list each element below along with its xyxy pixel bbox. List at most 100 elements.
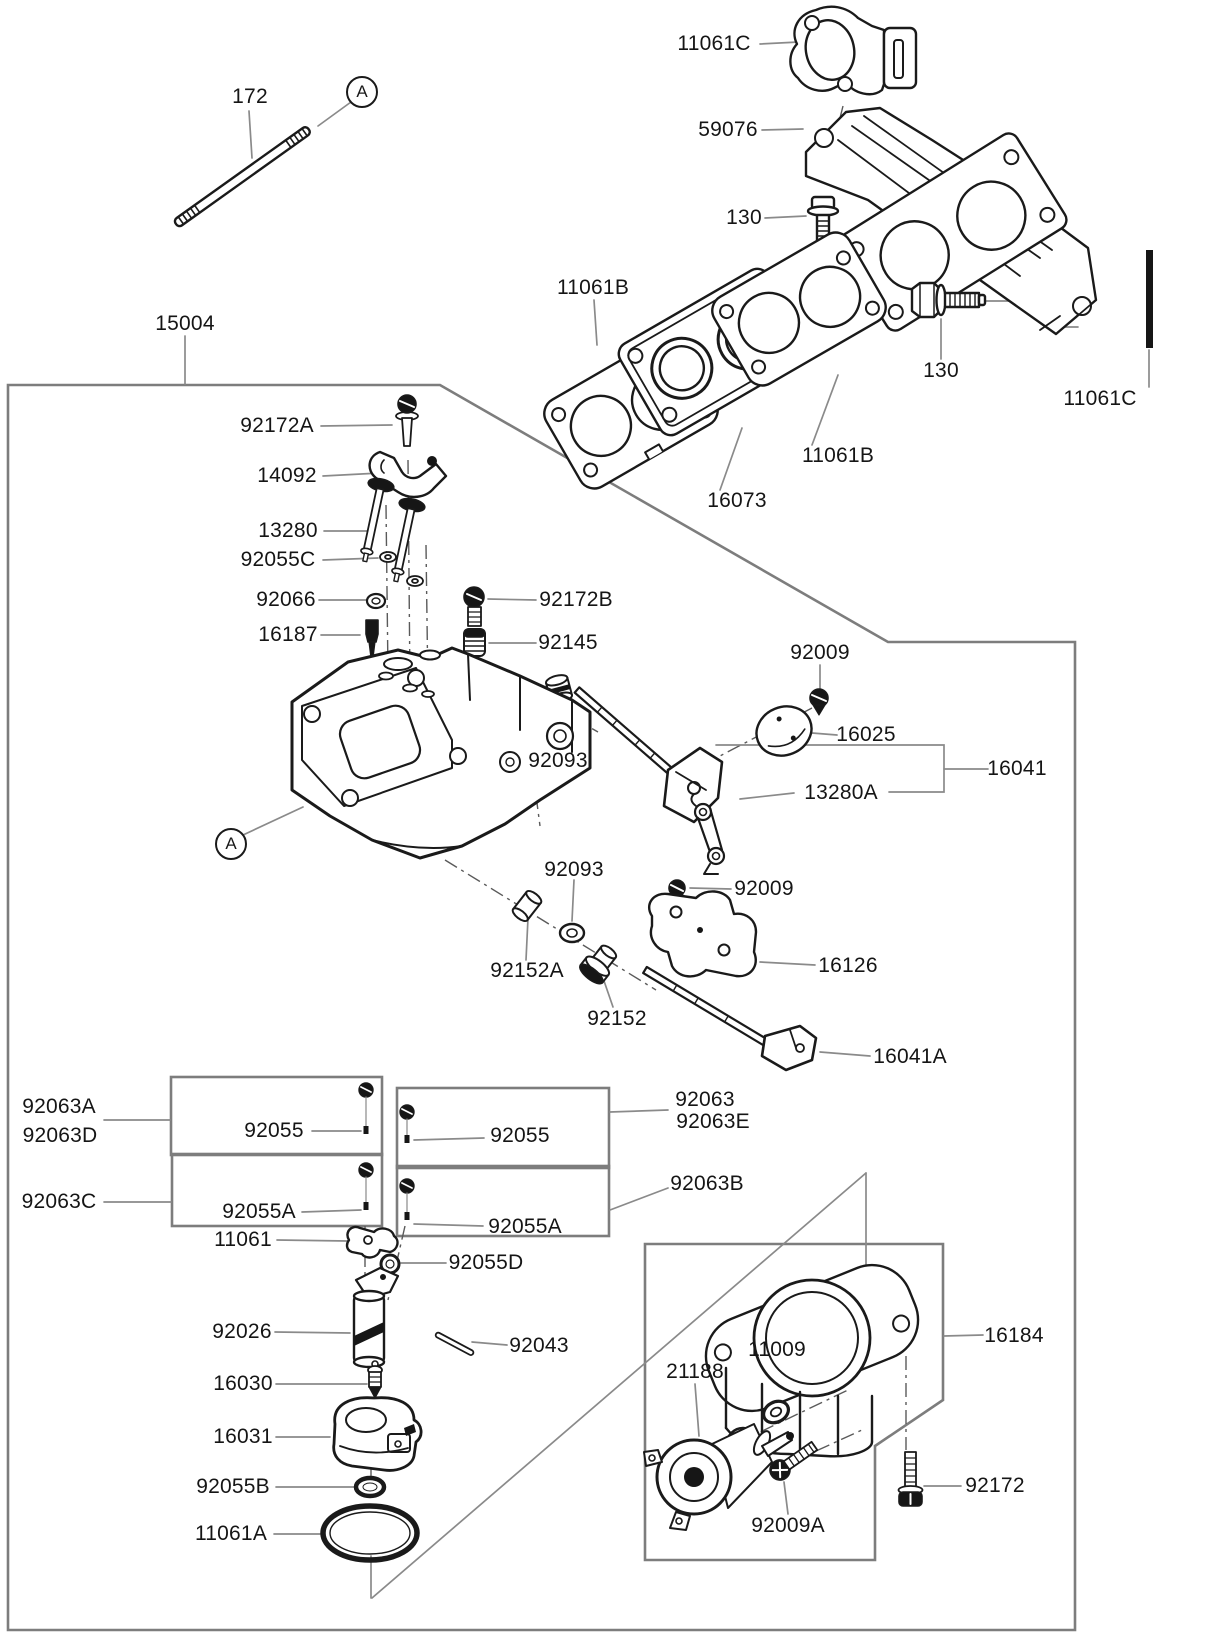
part-label-92026: 92026 [212,1320,272,1343]
part-label-16030: 16030 [213,1372,273,1395]
box-15004 [6,383,1077,1632]
part-label-13280: 13280 [258,519,318,542]
washer-92093b-drawing [558,922,586,944]
view-marker-view-a-stud: A [346,76,378,108]
part-label-92063C: 92063C [21,1190,97,1213]
oring-92066-drawing [365,592,387,610]
gasket-11061-drawing [345,1225,399,1259]
manifold-59076-drawing [804,106,1098,336]
part-label-92043: 92043 [509,1334,569,1357]
collar-92152-drawing [579,944,618,985]
part-label-92063: 92063 [675,1088,735,1111]
oring-92055d-drawing [379,1253,401,1275]
diaphragm-16025-drawing [755,705,813,757]
needle-16030-drawing [367,1360,383,1399]
box-92063c [170,1152,384,1228]
part-label-92172B: 92172B [539,588,613,611]
bolt-92172-drawing [897,1451,924,1507]
part-label-11061C-top: 11061C [677,32,751,55]
solenoid-21188-drawing [643,1423,794,1531]
box-92063 [395,1086,611,1170]
screw-92172a-drawing [395,394,419,447]
part-label-92055-box2: 92055 [490,1124,550,1147]
screw-92172b-drawing [463,586,485,627]
part-label-172: 172 [232,85,268,108]
spring-92145-drawing [463,628,486,657]
part-label-130-b: 130 [923,359,959,382]
part-label-92055D: 92055D [448,1251,524,1274]
part-label-92093-a: 92093 [528,749,588,772]
bolt-130b-drawing [910,281,987,319]
washer-11009-drawing [761,1399,791,1425]
part-label-15004: 15004 [155,312,215,335]
pin-92043-drawing [434,1331,475,1356]
part-label-11061C-right: 11061C [1063,387,1137,410]
part-label-92055B: 92055B [196,1475,270,1498]
part-label-92066: 92066 [256,588,316,611]
gasket-11061c-edge-drawing [1146,250,1153,348]
part-label-92055-box1: 92055 [244,1119,304,1142]
oring-11061a-drawing [320,1503,420,1563]
needle-16187-drawing [365,619,379,667]
part-label-14092: 14092 [257,464,317,487]
part-label-11009: 11009 [748,1338,806,1361]
oring-92055b-drawing [353,1475,387,1499]
part-label-92009-a: 92009 [790,641,850,664]
part-label-11061: 11061 [214,1228,272,1251]
view-marker-view-a-body: A [215,828,247,860]
part-label-92009A: 92009A [751,1514,825,1537]
part-label-92055A-box4: 92055A [488,1215,562,1238]
screw-92009a-top-drawing [809,688,829,716]
part-label-92093-b: 92093 [544,858,604,881]
spacer-92152a-drawing [511,889,543,923]
screw-92009a-part-drawing [769,1440,819,1481]
stud-172-drawing [173,126,311,228]
part-label-92152: 92152 [587,1007,647,1030]
box-16184 [643,1242,945,1562]
part-label-16025: 16025 [836,723,896,746]
part-label-92063D: 92063D [22,1124,98,1147]
part-label-21188: 21188 [666,1360,724,1383]
gasket-11061c-top-drawing [789,5,918,96]
part-label-16184: 16184 [984,1324,1044,1347]
part-label-13280A: 13280A [804,781,878,804]
part-label-16031: 16031 [213,1425,273,1448]
part-label-16126: 16126 [818,954,878,977]
box-screws-92055-drawing [358,1082,415,1220]
part-label-92063B: 92063B [670,1172,744,1195]
part-label-11061B-right: 11061B [801,444,875,467]
carburetor-body-drawing [290,646,592,860]
part-label-92063E: 92063E [676,1110,750,1133]
part-label-92152A: 92152A [490,959,564,982]
throttle-shaft-16041-drawing [573,686,724,824]
part-label-16073: 16073 [707,489,767,512]
part-label-92063A: 92063A [22,1095,96,1118]
part-label-16041: 16041 [987,757,1047,780]
group-boxes [6,383,1077,1632]
part-label-16041A: 16041A [873,1045,947,1068]
link-13280a-drawing [690,793,726,875]
gasket-11061b-right-drawing [711,231,887,387]
part-label-11061A: 11061A [194,1522,268,1545]
choke-shaft-16041a-drawing [642,965,818,1072]
screw-92055a-box4 [399,1178,415,1220]
part-label-16187: 16187 [258,623,318,646]
part-label-11061B-left: 11061B [556,276,630,299]
screw-92055-box2 [399,1104,415,1143]
float-16031-drawing [332,1396,423,1472]
part-label-92055C: 92055C [240,548,316,571]
parts [173,5,1153,1563]
pins-13280-drawing [360,477,426,583]
box-92063b [395,1164,611,1238]
part-label-92145: 92145 [538,631,598,654]
part-label-130-a: 130 [726,206,762,229]
part-label-92009-b: 92009 [734,877,794,900]
part-label-92172: 92172 [965,1474,1025,1497]
float-valve-92026-drawing [352,1266,400,1369]
part-label-92055A-box3: 92055A [222,1200,296,1223]
part-label-59076: 59076 [698,118,758,141]
part-label-92172A: 92172A [240,414,314,437]
